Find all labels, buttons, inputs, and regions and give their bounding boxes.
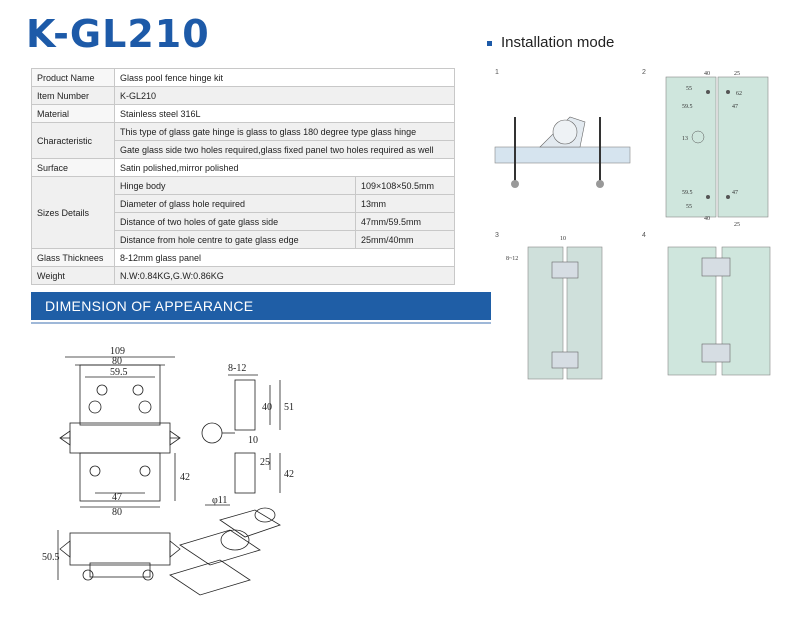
table-row: Material Stainless steel 316L: [31, 104, 455, 123]
characteristic-line-1: This type of glass gate hinge is glass t…: [114, 122, 455, 141]
size-name: Hinge body: [114, 176, 356, 195]
table-row: Glass Thicknees 8-12mm glass panel: [31, 248, 455, 267]
table-row: Distance from hole centre to gate glass …: [32, 230, 455, 249]
table-row: Surface Satin polished,mirror polished: [31, 158, 455, 177]
dim-phi11: φ11: [212, 495, 227, 506]
installation-heading: Installation mode: [487, 34, 614, 51]
dim-47: 47: [112, 492, 122, 503]
inst-dim-47-b: 47: [732, 190, 738, 196]
inst-dim-55-b: 55: [686, 204, 692, 210]
inst-dim-55: 55: [686, 86, 692, 92]
dim-40: 40: [262, 402, 272, 413]
dim-25: 25: [260, 457, 270, 468]
dim-59-5: 59.5: [110, 367, 128, 378]
dimension-drawing: 109 80 59.5 42 47 80 8-12 40 51 10 25 42…: [42, 346, 294, 596]
item-number-value: K-GL210: [114, 86, 455, 105]
hinge-front-barrel: [69, 422, 171, 454]
installation-heading-text: Installation mode: [501, 34, 615, 51]
characteristic-line-2: Gate glass side two holes required,glass…: [114, 140, 455, 159]
size-value: 109×108×50.5mm: [355, 176, 455, 195]
page-title: K-GL210: [26, 12, 210, 56]
surface-value: Satin polished,mirror polished: [114, 158, 455, 177]
table-row: Item Number K-GL210: [31, 86, 455, 105]
inst-dim-10: 10: [560, 236, 566, 242]
inst-dim-8-12: 8~12: [506, 256, 518, 262]
dimension-heading: DIMENSION OF APPEARANCE: [45, 298, 254, 314]
table-row: Sizes Details Hinge body 109×108×50.5mm: [31, 176, 455, 249]
dim-51: 51: [284, 402, 294, 413]
inst-dim-47: 47: [732, 104, 738, 110]
dimension-heading-bar: DIMENSION OF APPEARANCE: [31, 292, 491, 324]
table-row: Characteristic This type of glass gate h…: [31, 122, 455, 159]
item-number-label: Item Number: [31, 86, 115, 105]
material-value: Stainless steel 316L: [114, 104, 455, 123]
dim-80-bottom: 80: [112, 507, 122, 518]
dim-42-side: 42: [284, 469, 294, 480]
inst-dim-62: 62: [736, 91, 742, 97]
inst-dim-40: 40: [704, 71, 710, 77]
divider: [31, 322, 491, 324]
dim-109: 109: [110, 346, 125, 357]
product-name-value: Glass pool fence hinge kit: [114, 68, 455, 87]
dim-42: 42: [180, 472, 190, 483]
size-name: Diameter of glass hole required: [114, 194, 356, 213]
inst-dim-59-5: 59.5: [682, 104, 693, 110]
table-row: Weight N.W:0.84KG,G.W:0.86KG: [31, 266, 455, 285]
weight-label: Weight: [31, 266, 115, 285]
material-label: Material: [31, 104, 115, 123]
panel-number-1: 1: [495, 69, 499, 76]
installation-drawing: 1 2 40 25 55 62 59.5 47 13 59.5 47 55 40…: [494, 69, 771, 380]
inst-dim-phi13: 13: [682, 136, 688, 142]
thickness-value: 8-12mm glass panel: [114, 248, 455, 267]
panel-number-2: 2: [642, 69, 646, 76]
weight-value: N.W:0.84KG,G.W:0.86KG: [114, 266, 455, 285]
sizes-label: Sizes Details: [31, 176, 115, 249]
dim-50-5: 50.5: [42, 552, 60, 563]
size-value: 47mm/59.5mm: [355, 212, 455, 231]
characteristic-label: Characteristic: [31, 122, 115, 159]
inst-dim-25: 25: [734, 71, 740, 77]
bullet-icon: [487, 40, 492, 46]
size-value: 13mm: [355, 194, 455, 213]
inst-dim-59-5-b: 59.5: [682, 190, 693, 196]
panel-number-3: 3: [495, 232, 499, 239]
dim-8-12: 8-12: [228, 363, 246, 374]
size-value: 25mm/40mm: [355, 230, 455, 249]
table-row: Product Name Glass pool fence hinge kit: [31, 68, 455, 87]
panel-number-4: 4: [642, 232, 646, 239]
dim-80: 80: [112, 356, 122, 367]
spec-table: Product Name Glass pool fence hinge kit …: [31, 68, 455, 285]
surface-label: Surface: [31, 158, 115, 177]
size-name: Distance of two holes of gate glass side: [114, 212, 356, 231]
table-row: Gate glass side two holes required,glass…: [32, 140, 455, 159]
thickness-label: Glass Thicknees: [31, 248, 115, 267]
inst-dim-25-b: 25: [734, 222, 740, 228]
dim-10: 10: [248, 435, 258, 446]
product-name-label: Product Name: [31, 68, 115, 87]
inst-dim-40-b: 40: [704, 216, 710, 222]
size-name: Distance from hole centre to gate glass …: [114, 230, 356, 249]
